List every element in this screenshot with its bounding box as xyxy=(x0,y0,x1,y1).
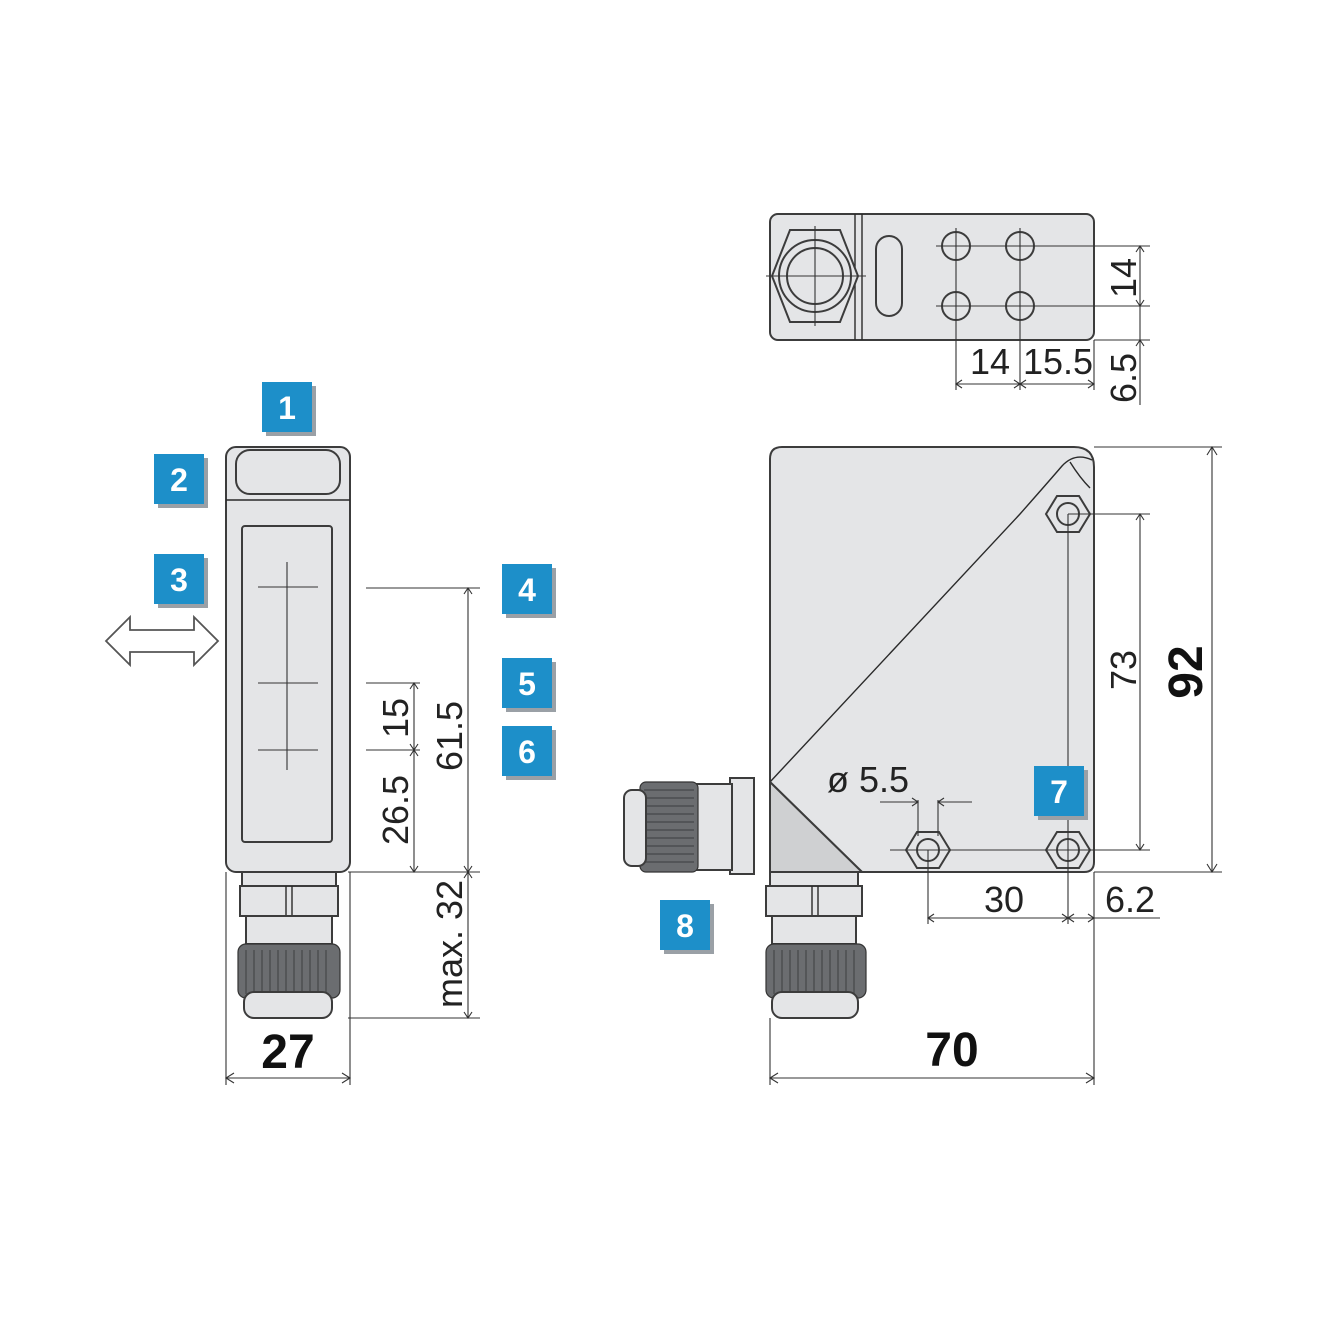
svg-text:1: 1 xyxy=(278,390,296,426)
dim-front-6-2: 6.2 xyxy=(1105,879,1155,920)
badge-6: 6 xyxy=(502,726,556,780)
badge-5: 5 xyxy=(502,658,556,712)
side-view xyxy=(104,446,480,1085)
dim-front-dia-5-5: ø 5.5 xyxy=(827,759,909,800)
svg-text:6: 6 xyxy=(518,734,536,770)
dim-side-max-32: max. 32 xyxy=(429,880,470,1008)
dim-top-14-horizontal: 14 xyxy=(970,341,1010,382)
badge-2: 2 xyxy=(154,454,208,508)
dim-top-6-5: 6.5 xyxy=(1103,353,1144,403)
dim-side-15: 15 xyxy=(375,698,416,738)
dim-side-26-5: 26.5 xyxy=(375,775,416,845)
top-view xyxy=(766,213,1150,405)
badge-8: 8 xyxy=(660,900,714,954)
badge-3: 3 xyxy=(154,554,208,608)
svg-text:5: 5 xyxy=(518,666,536,702)
dim-top-14-vertical: 14 xyxy=(1103,258,1144,298)
double-arrow-icon xyxy=(104,614,220,668)
svg-text:3: 3 xyxy=(170,562,188,598)
dim-front-73: 73 xyxy=(1103,650,1144,690)
svg-text:4: 4 xyxy=(518,572,536,608)
svg-text:2: 2 xyxy=(170,462,188,498)
svg-text:8: 8 xyxy=(676,908,694,944)
front-side-knurled-nut xyxy=(639,781,699,873)
dim-front-30: 30 xyxy=(984,879,1024,920)
badge-7: 7 xyxy=(1034,766,1088,820)
svg-text:7: 7 xyxy=(1050,774,1068,810)
dim-top-15-5: 15.5 xyxy=(1023,341,1093,382)
dim-front-70: 70 xyxy=(925,1024,978,1077)
dim-front-92: 92 xyxy=(1160,645,1213,698)
front-bottom-knurled-nut xyxy=(765,943,867,999)
badge-4: 4 xyxy=(502,564,556,618)
top-slot xyxy=(875,235,903,317)
dim-side-61-5: 61.5 xyxy=(429,701,470,771)
badge-1: 1 xyxy=(262,382,316,436)
front-view xyxy=(623,445,1222,1085)
dim-side-27: 27 xyxy=(261,1026,314,1079)
side-knurled-nut xyxy=(237,943,341,999)
